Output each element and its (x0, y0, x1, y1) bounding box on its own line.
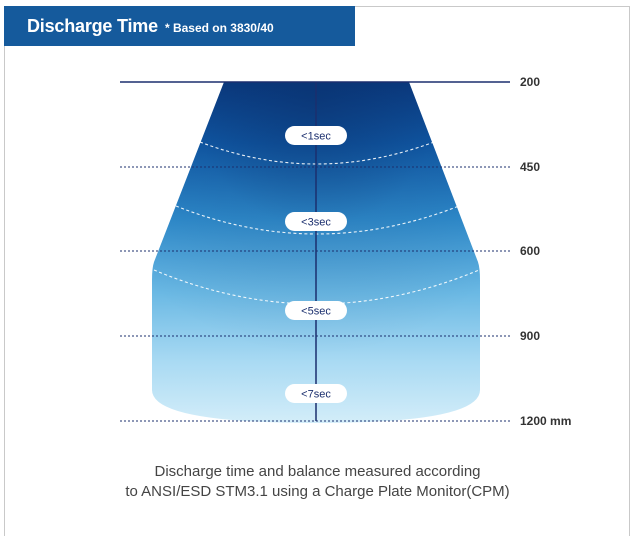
header-title: Discharge Time (27, 15, 158, 36)
distance-label-900: 900 (520, 329, 540, 343)
header-subtitle: * Based on 3830/40 (164, 21, 274, 35)
distance-label-600: 600 (520, 244, 540, 258)
distance-label-200: 200 (520, 75, 540, 89)
header-bar: Discharge Time * Based on 3830/40 (4, 6, 355, 46)
zone-label-2: <3sec (301, 217, 331, 229)
zone-label-4: <7sec (301, 389, 331, 401)
zone-pill-3: <5sec (285, 301, 347, 320)
zone-pill-4: <7sec (285, 384, 347, 403)
distance-label-1200: 1200 mm (520, 414, 571, 428)
zone-label-1: <1sec (301, 131, 331, 143)
zone-label-3: <5sec (301, 306, 331, 318)
caption-line-1: Discharge time and balance measured acco… (154, 463, 481, 480)
caption-line-2: to ANSI/ESD STM3.1 using a Charge Plate … (125, 483, 510, 500)
distance-label-450: 450 (520, 160, 540, 174)
zone-pill-2: <3sec (285, 212, 347, 231)
zone-pill-1: <1sec (285, 126, 347, 145)
